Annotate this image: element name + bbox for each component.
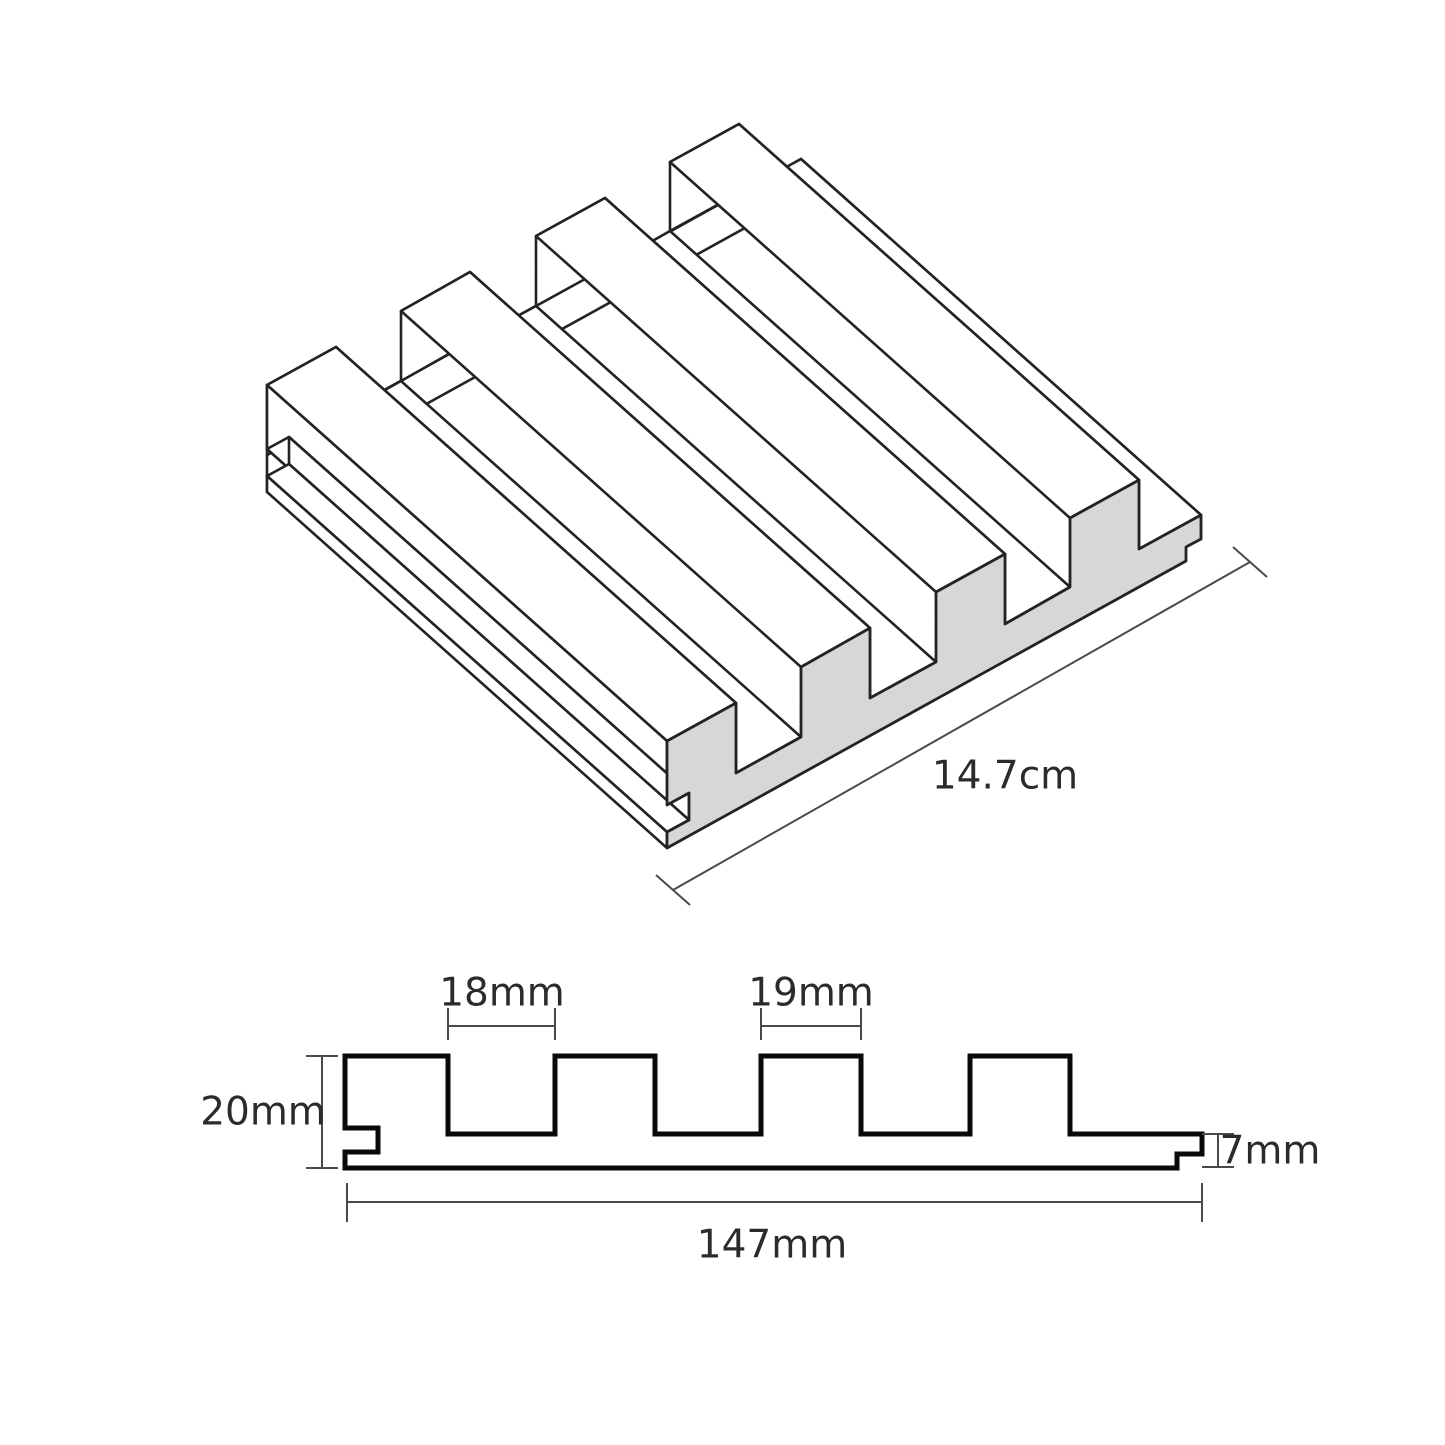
profile-outline (342, 1053, 1205, 1171)
groove-width-dimension (447, 1008, 556, 1040)
iso-width-label: 14.7cm (931, 753, 1079, 799)
panel-height-label: 20mm (200, 1089, 326, 1135)
base-thickness-dimension (1202, 1133, 1234, 1168)
base-thickness-label: 7mm (1219, 1128, 1321, 1174)
groove-width-label: 18mm (439, 970, 565, 1016)
iso-dimension-line (655, 546, 1268, 906)
isometric-panel-drawing (265, 122, 1268, 906)
section-cut-face (665, 478, 1203, 850)
cross-section-drawing (306, 1008, 1234, 1222)
total-width-dimension (346, 1183, 1203, 1222)
rib-width-dimension (760, 1008, 862, 1040)
rib-width-label: 19mm (748, 970, 874, 1016)
total-width-label: 147mm (696, 1222, 848, 1268)
panel-height-dimension (306, 1055, 338, 1169)
